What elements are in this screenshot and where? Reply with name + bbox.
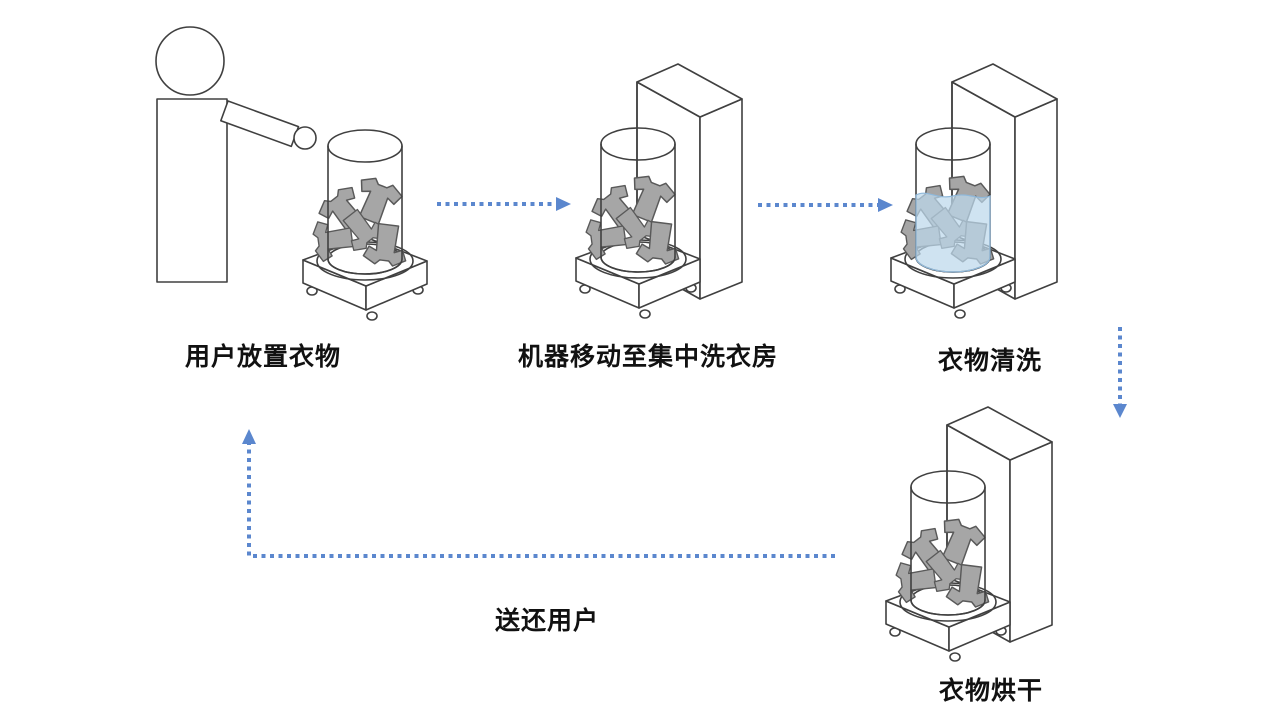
laundry-machine-step2 xyxy=(576,64,742,318)
step-label-place-clothes: 用户放置衣物 xyxy=(184,343,341,371)
wash-water xyxy=(915,192,991,273)
step-label-move-to-laundry-room: 机器移动至集中洗衣房 xyxy=(517,343,778,371)
laundry-machine-step4-drying xyxy=(886,407,1052,661)
laundry-machine-step3-washing xyxy=(891,64,1057,318)
person-figure xyxy=(155,26,317,283)
arrow-move-to-wash xyxy=(758,198,893,212)
arrow-wash-to-dry xyxy=(1113,327,1127,418)
step-label-drying: 衣物烘干 xyxy=(938,677,1043,705)
laundry-basket-step1 xyxy=(303,130,427,320)
step-label-return-to-user: 送还用户 xyxy=(494,607,599,635)
arrow-place-to-move xyxy=(437,197,571,211)
arrow-return-to-user xyxy=(242,429,835,558)
step-label-washing: 衣物清洗 xyxy=(937,347,1042,375)
